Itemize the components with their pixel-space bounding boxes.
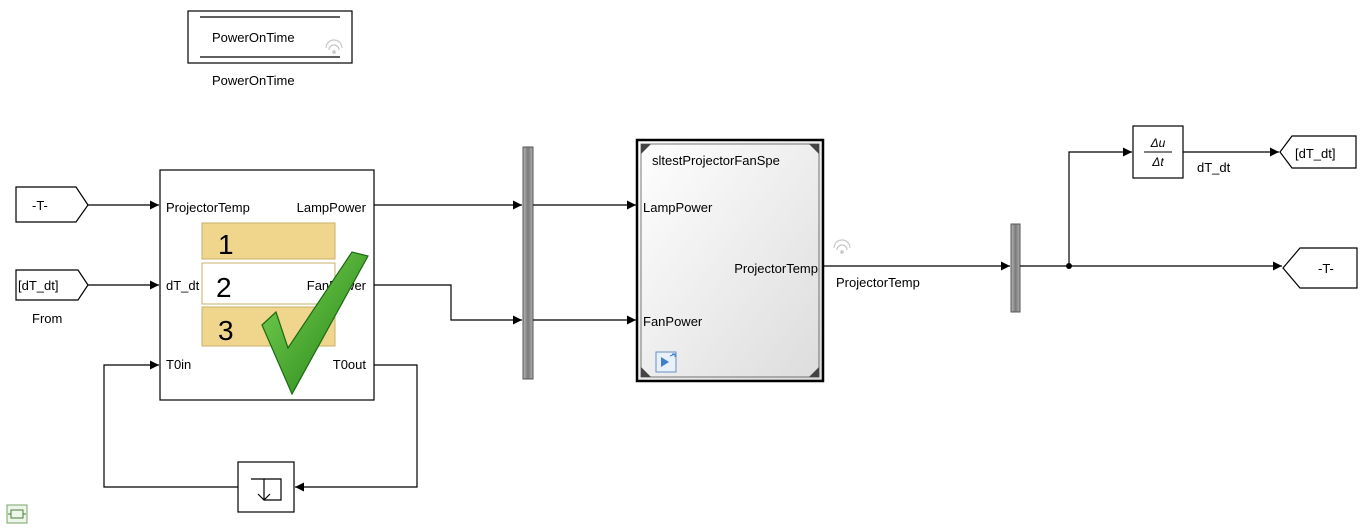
model-reference-block[interactable]: sltestProjectorFanSpe LampPower FanPower… <box>635 138 825 383</box>
delay-icon <box>251 478 282 501</box>
derivative-numerator: Δu <box>1150 136 1166 150</box>
mux-block-2[interactable] <box>1010 223 1021 313</box>
model-ref-out-projectortemp: ProjectorTemp <box>734 261 818 276</box>
signal-label-dtdt: dT_dt <box>1197 160 1231 175</box>
from-dTdt-block[interactable]: [dT_dt] <box>15 269 89 301</box>
model-ref-in-lamppower: LampPower <box>643 200 713 215</box>
priority-number-2: 2 <box>216 272 232 303</box>
power-on-time-caption: PowerOnTime <box>212 73 295 88</box>
model-ref-title: sltestProjectorFanSpe <box>652 153 780 168</box>
checkmark-icon <box>261 251 369 396</box>
goto-dTdt-block[interactable]: [dT_dt] <box>1279 135 1357 169</box>
unit-delay-block[interactable] <box>237 461 295 513</box>
goto-T-label: -T- <box>1318 261 1334 276</box>
model-ref-icon <box>655 351 677 373</box>
from-dTdt-caption: From <box>32 311 62 326</box>
from-T-label: -T- <box>32 198 48 213</box>
signal-label-projectortemp: ProjectorTemp <box>836 275 920 290</box>
out-port-lamppower: LampPower <box>297 200 367 215</box>
in-port-projectortemp: ProjectorTemp <box>166 200 250 215</box>
priority-number-1: 1 <box>218 229 234 260</box>
derivative-block[interactable]: Δu Δt <box>1132 125 1184 179</box>
diagram-status-icon[interactable] <box>6 504 28 524</box>
power-on-time-block[interactable]: PowerOnTime <box>187 10 353 64</box>
goto-T-block[interactable]: -T- <box>1282 247 1358 289</box>
wifi-icon <box>833 239 851 254</box>
signal-lines <box>88 147 1282 492</box>
derivative-denominator: Δt <box>1151 155 1164 169</box>
priority-number-3: 3 <box>218 315 234 346</box>
in-port-t0in: T0in <box>166 357 191 372</box>
wifi-icon <box>325 39 343 54</box>
mux-block-1[interactable] <box>522 146 534 380</box>
goto-dTdt-label: [dT_dt] <box>1295 146 1335 161</box>
from-dTdt-label: [dT_dt] <box>18 278 58 293</box>
controller-subsystem[interactable]: 1 2 3 ProjectorTemp dT_dt T0in LampPower… <box>159 169 375 401</box>
in-port-dtdt: dT_dt <box>166 278 200 293</box>
out-port-t0out: T0out <box>333 357 367 372</box>
power-on-time-label: PowerOnTime <box>212 30 295 45</box>
model-ref-in-fanpower: FanPower <box>643 314 703 329</box>
from-T-block[interactable]: -T- <box>15 186 89 223</box>
